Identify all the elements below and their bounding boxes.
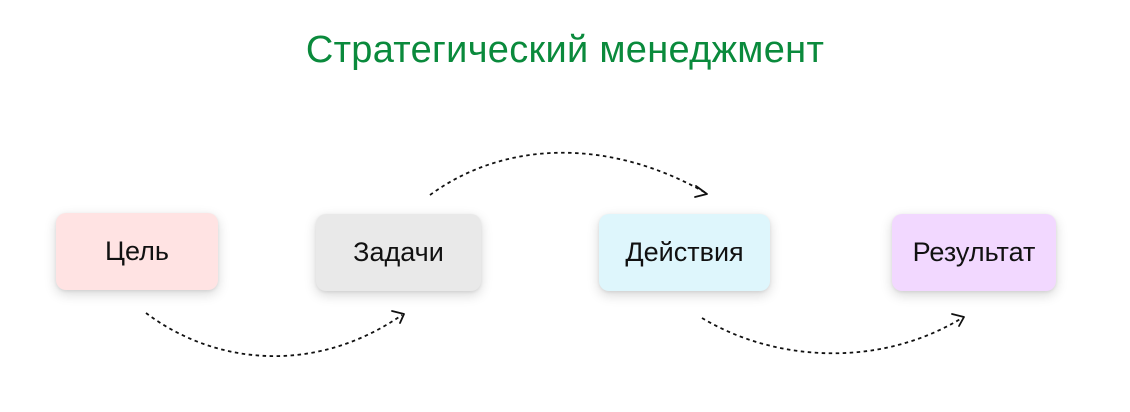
node-goal-label: Цель [105, 236, 169, 266]
diagram-title: Стратегический менеджмент [305, 29, 825, 71]
arrow-actions-to-result [701, 317, 963, 355]
node-goal: Цель [56, 213, 218, 290]
node-result-label: Результат [912, 237, 1036, 267]
arrow-tasks-to-actions-head [694, 185, 708, 198]
node-tasks: Задачи [316, 214, 481, 291]
arrow-goal-to-tasks-head [391, 310, 405, 324]
node-tasks-label: Задачи [353, 237, 444, 267]
node-actions-label: Действия [625, 237, 744, 267]
node-actions: Действия [599, 214, 770, 291]
arrow-goal-to-tasks [145, 312, 403, 357]
arrow-tasks-to-actions [429, 151, 707, 196]
arrow-actions-to-result-head [951, 313, 965, 327]
node-result: Результат [892, 214, 1056, 291]
